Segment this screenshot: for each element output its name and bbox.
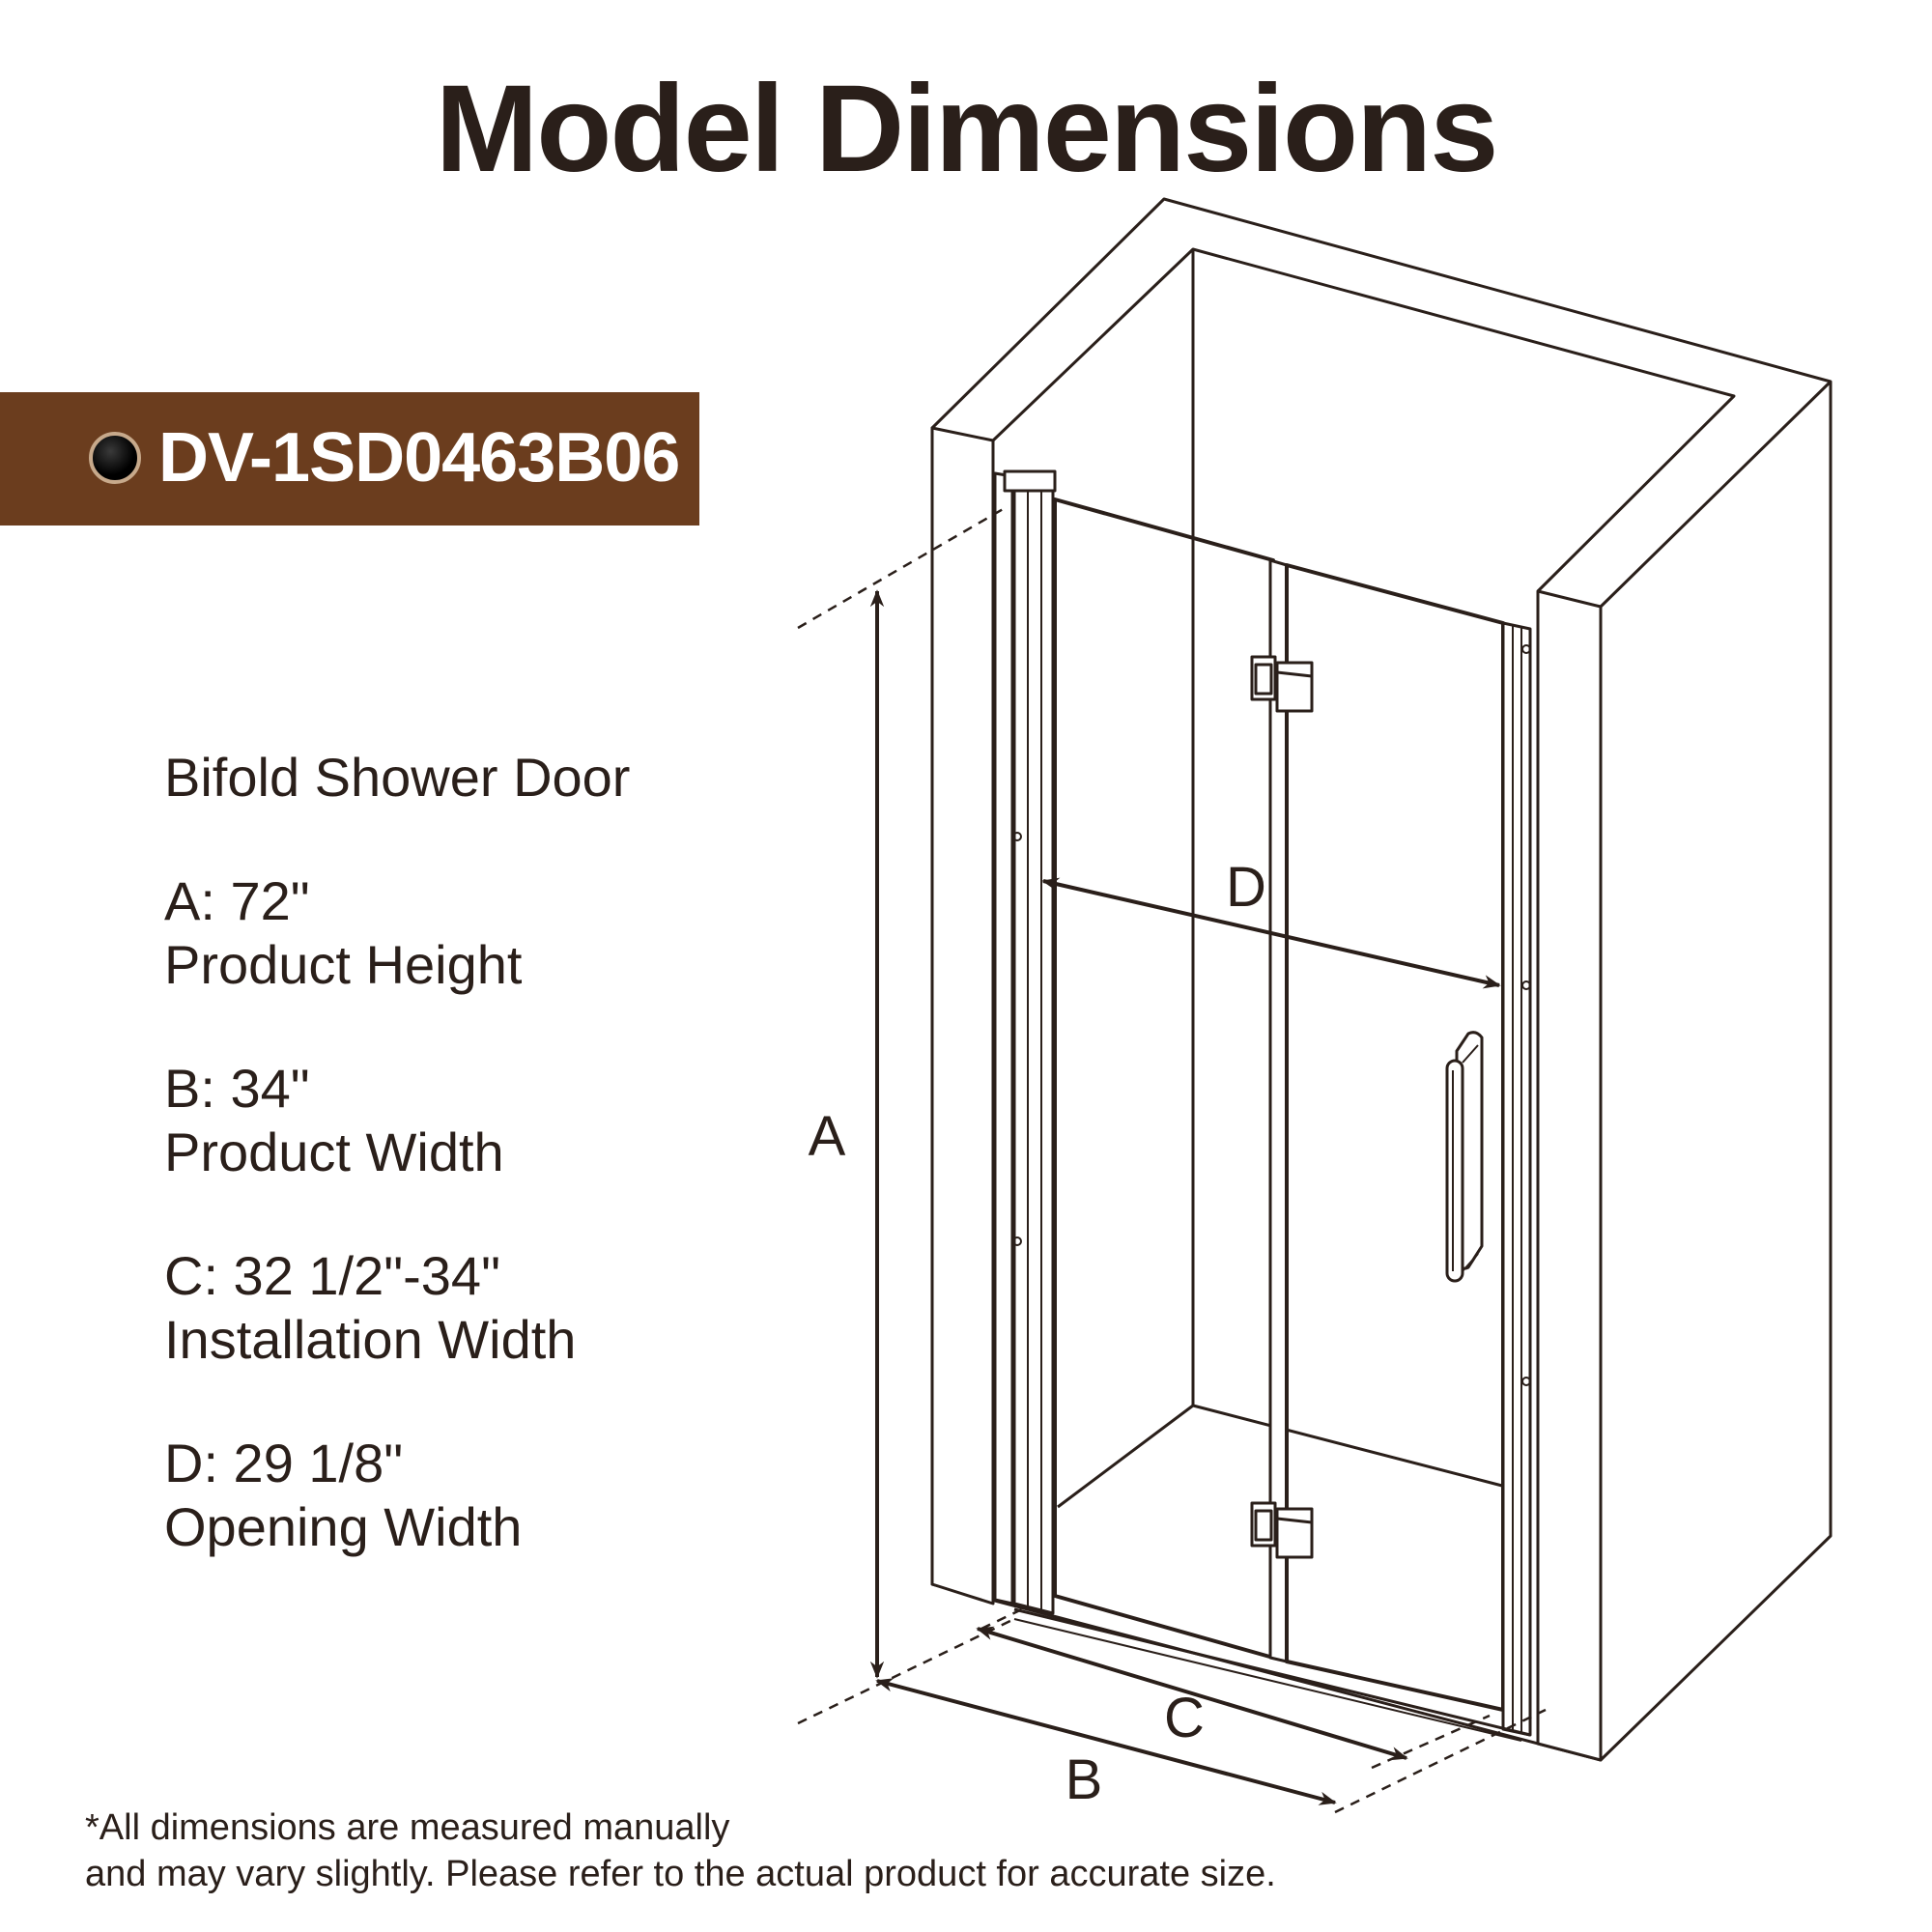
dimension-b-extension <box>1334 1708 1547 1814</box>
footnote: *All dimensions are measured manually an… <box>85 1804 1824 1897</box>
left-fixing-screw <box>1012 832 1022 841</box>
dimension-b-label: B <box>1065 1748 1103 1811</box>
spec-d: D: 29 1/8" Opening Width <box>164 1432 782 1559</box>
left-hinge-rail <box>1012 474 1055 1615</box>
left-wall-profile <box>993 471 1014 1605</box>
right-fixing-screw <box>1521 980 1531 990</box>
spec-name: Product Width <box>164 1122 504 1182</box>
dimension-c-extension <box>1371 1714 1491 1770</box>
door-handle-icon <box>1445 1031 1484 1283</box>
shower-enclosure <box>930 197 1833 1762</box>
right-pier-edge <box>1599 380 1833 609</box>
dimension-b-arrow <box>875 1678 1337 1805</box>
model-banner: DV-1SD0463B06 <box>0 392 699 526</box>
dimension-a-label: A <box>809 1105 846 1168</box>
spec-value: D: 29 1/8" <box>164 1433 404 1493</box>
spec-name: Installation Width <box>164 1309 577 1370</box>
spec-name: Opening Width <box>164 1496 523 1557</box>
left-fixing-screw <box>1012 1236 1022 1246</box>
right-wall-profile <box>1501 621 1532 1737</box>
black-finish-swatch-icon <box>89 432 141 484</box>
footnote-line: and may vary slightly. Please refer to t… <box>85 1854 1276 1894</box>
dimension-d-arrow <box>1041 877 1501 989</box>
floor-edge <box>1057 1404 1503 1509</box>
product-type: Bifold Shower Door <box>164 747 631 808</box>
footnote-line: *All dimensions are measured manually <box>85 1807 730 1848</box>
right-fixing-screw <box>1521 644 1531 654</box>
right-pier <box>1536 589 1603 1762</box>
dimension-c-extension <box>980 1605 1027 1631</box>
spec-a: A: 72" Product Height <box>164 869 782 997</box>
center-hinge-profile <box>1268 558 1289 1663</box>
model-code: DV-1SD0463B06 <box>158 419 680 497</box>
spec-value: B: 34" <box>164 1058 310 1119</box>
upper-hinge-icon <box>1250 655 1314 713</box>
lower-hinge-icon <box>1250 1501 1314 1559</box>
spec-b: B: 34" Product Width <box>164 1057 782 1184</box>
top-opening <box>991 247 1736 593</box>
page-title: Model Dimensions <box>435 60 1499 198</box>
dimension-d-label: D <box>1226 856 1266 919</box>
dimension-lines <box>797 506 1547 1814</box>
dimension-c-arrow <box>976 1626 1408 1761</box>
spec-value: C: 32 1/2"-34" <box>164 1245 500 1306</box>
dimension-a-extension <box>797 506 1006 630</box>
spec-list: Bifold Shower Door A: 72" Product Height… <box>164 744 782 1619</box>
spec-name: Product Height <box>164 934 523 995</box>
spec-value: A: 72" <box>164 870 310 931</box>
left-pier <box>930 426 995 1605</box>
dimension-c-label: C <box>1164 1687 1205 1749</box>
spec-c: C: 32 1/2"-34" Installation Width <box>164 1244 782 1372</box>
top-left-cap <box>1003 469 1057 493</box>
right-fixing-screw <box>1521 1377 1531 1386</box>
